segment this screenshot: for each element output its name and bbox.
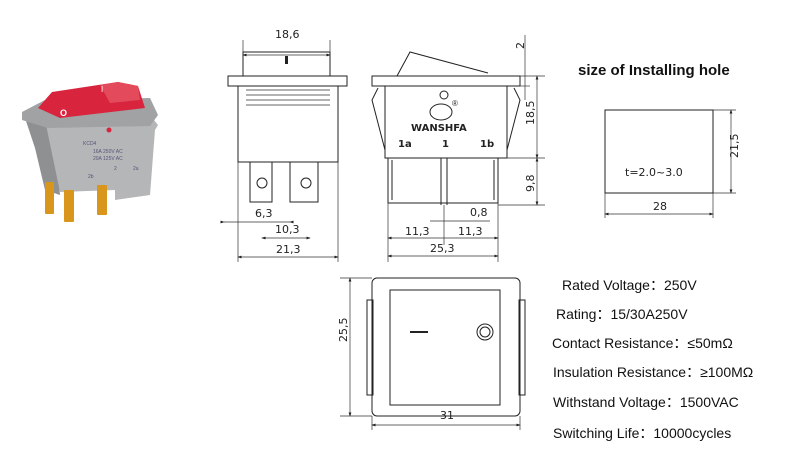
off-mark-icon [476,323,494,341]
terminal [45,182,54,214]
spec-list: Rated Voltage：250V Rating：15/30A250V Con… [552,277,753,441]
spec-withstand-voltage: Withstand Voltage：1500VAC [553,394,739,410]
dim-pitch-right: 11,3 [458,225,483,238]
housing-marking: KCD4 [83,141,97,147]
dim-side-pin-pitch: 10,3 [275,223,300,236]
dim-pitch-left: 11,3 [405,225,430,238]
dim-terminal-length: 9,8 [524,175,537,193]
top-view-drawing: 25,5 31 [337,277,526,430]
registered-mark-icon: ® [452,99,458,108]
spec-insulation-resistance: Insulation Resistance：≥100MΩ [553,364,753,380]
dim-terminal-thickness: 0,8 [470,206,488,219]
housing-marking: 2 [114,166,117,172]
terminal-label: 1a [398,139,412,150]
dim-side-width-top: 18,6 [275,28,300,41]
brand-name: WANSHFA [411,123,467,134]
terminal-label: 1b [480,139,494,150]
spec-rating: Rating：15/30A250V [556,306,688,322]
dim-top-width: 31 [440,409,454,422]
dim-side-pin-offset: 6,3 [255,207,273,220]
front-view-drawing: ® WANSHFA 1a 1 1b 0,8 11,3 11,3 25,3 2 1… [371,35,545,262]
dim-hole-height: 21,5 [728,134,741,159]
installing-hole-drawing: size of Installing hole t=2.0~3.0 21,5 2… [578,62,741,218]
indicator-dot [106,127,112,133]
terminal [97,185,107,215]
rocker-on-symbol: I [101,85,103,94]
dim-side-width-total: 21,3 [276,243,301,256]
spec-switching-life: Switching Life：10000cycles [553,425,731,441]
housing-marking: 2b [88,174,94,180]
side-view-drawing: 18,6 6,3 10,3 21,3 [220,28,348,262]
spec-contact-resistance: Contact Resistance：≤50mΩ [552,335,733,351]
housing-marking: 16A 250V AC [93,149,123,155]
panel-thickness: t=2.0~3.0 [625,166,683,179]
terminal [64,190,74,222]
dim-top-height: 25,5 [337,318,350,343]
dim-hole-width: 28 [653,200,667,213]
spec-rated-voltage: Rated Voltage：250V [562,277,697,293]
terminal-label: 1 [442,139,449,150]
dim-body-height: 18,5 [524,101,537,126]
housing-marking: 2a [133,166,139,172]
dim-rocker-height: 2 [514,42,527,49]
dim-front-width-total: 25,3 [430,242,455,255]
installing-hole-title: size of Installing hole [578,62,730,79]
rocker-off-symbol: O [60,108,67,118]
housing-marking: 20A 125V AC [93,156,123,162]
on-mark-icon [410,331,428,333]
brand-logo-icon [429,103,453,121]
product-photo: O I KCD4 16A 250V AC 20A 125V AC 2b 2 2a [22,82,158,222]
